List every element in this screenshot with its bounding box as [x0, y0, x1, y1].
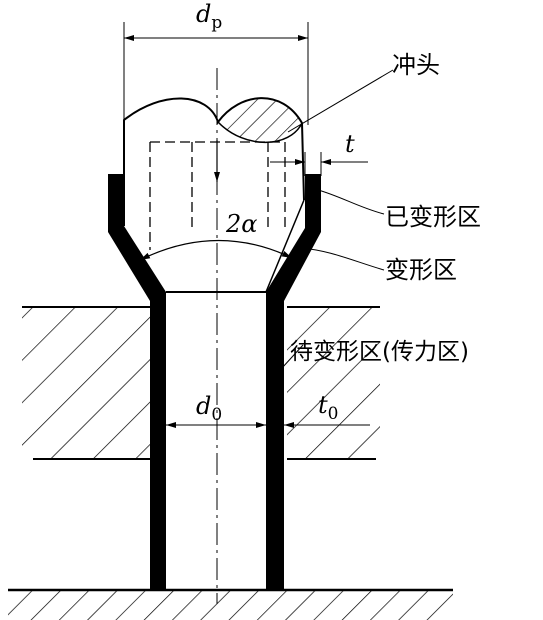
- ground-base: [8, 588, 453, 620]
- label-deforming-zone: 变形区: [385, 256, 457, 284]
- dimension-t: [270, 152, 368, 176]
- leader-pending-zone: [281, 344, 304, 369]
- leader-deformed-zone: [317, 189, 385, 215]
- label-angle: 2α: [225, 210, 257, 238]
- label-d0: d0: [196, 392, 222, 425]
- die-right: [287, 306, 380, 460]
- label-deformed-zone: 已变形区: [385, 203, 481, 231]
- label-punch: 冲头: [392, 51, 440, 79]
- label-t0: t0: [318, 391, 338, 424]
- angle-arc: [139, 239, 293, 261]
- tube-wall-right: [266, 174, 321, 590]
- tube-wall-left: [108, 174, 166, 590]
- label-dp: dp: [196, 0, 222, 33]
- dimension-dp: [123, 22, 309, 125]
- label-t: t: [345, 130, 355, 158]
- leader-deforming-zone: [299, 247, 385, 271]
- leader-punch: [287, 69, 394, 133]
- die-left: [22, 306, 150, 460]
- label-pending-zone: 待变形区(传力区): [290, 339, 469, 365]
- punch: [123, 97, 305, 293]
